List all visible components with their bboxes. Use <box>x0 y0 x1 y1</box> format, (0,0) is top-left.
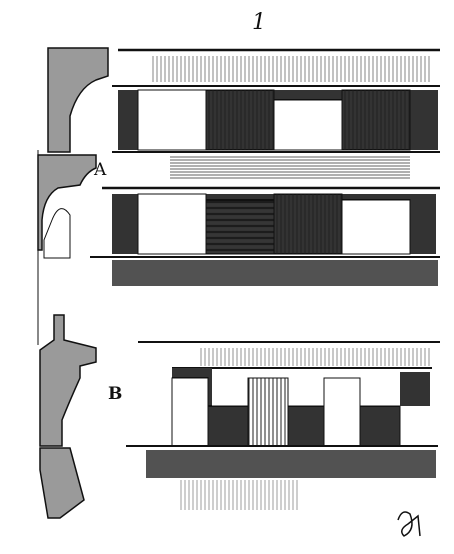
profile-b <box>39 314 97 519</box>
profile-a <box>37 47 109 345</box>
label-a: A <box>94 160 107 180</box>
elevation-a-lower <box>90 186 440 286</box>
figure-number: 1 <box>252 10 266 35</box>
label-b: B <box>108 384 123 404</box>
monogram-signature <box>397 511 421 537</box>
elevation-a-upper <box>112 48 440 180</box>
elevation-b <box>126 341 440 510</box>
